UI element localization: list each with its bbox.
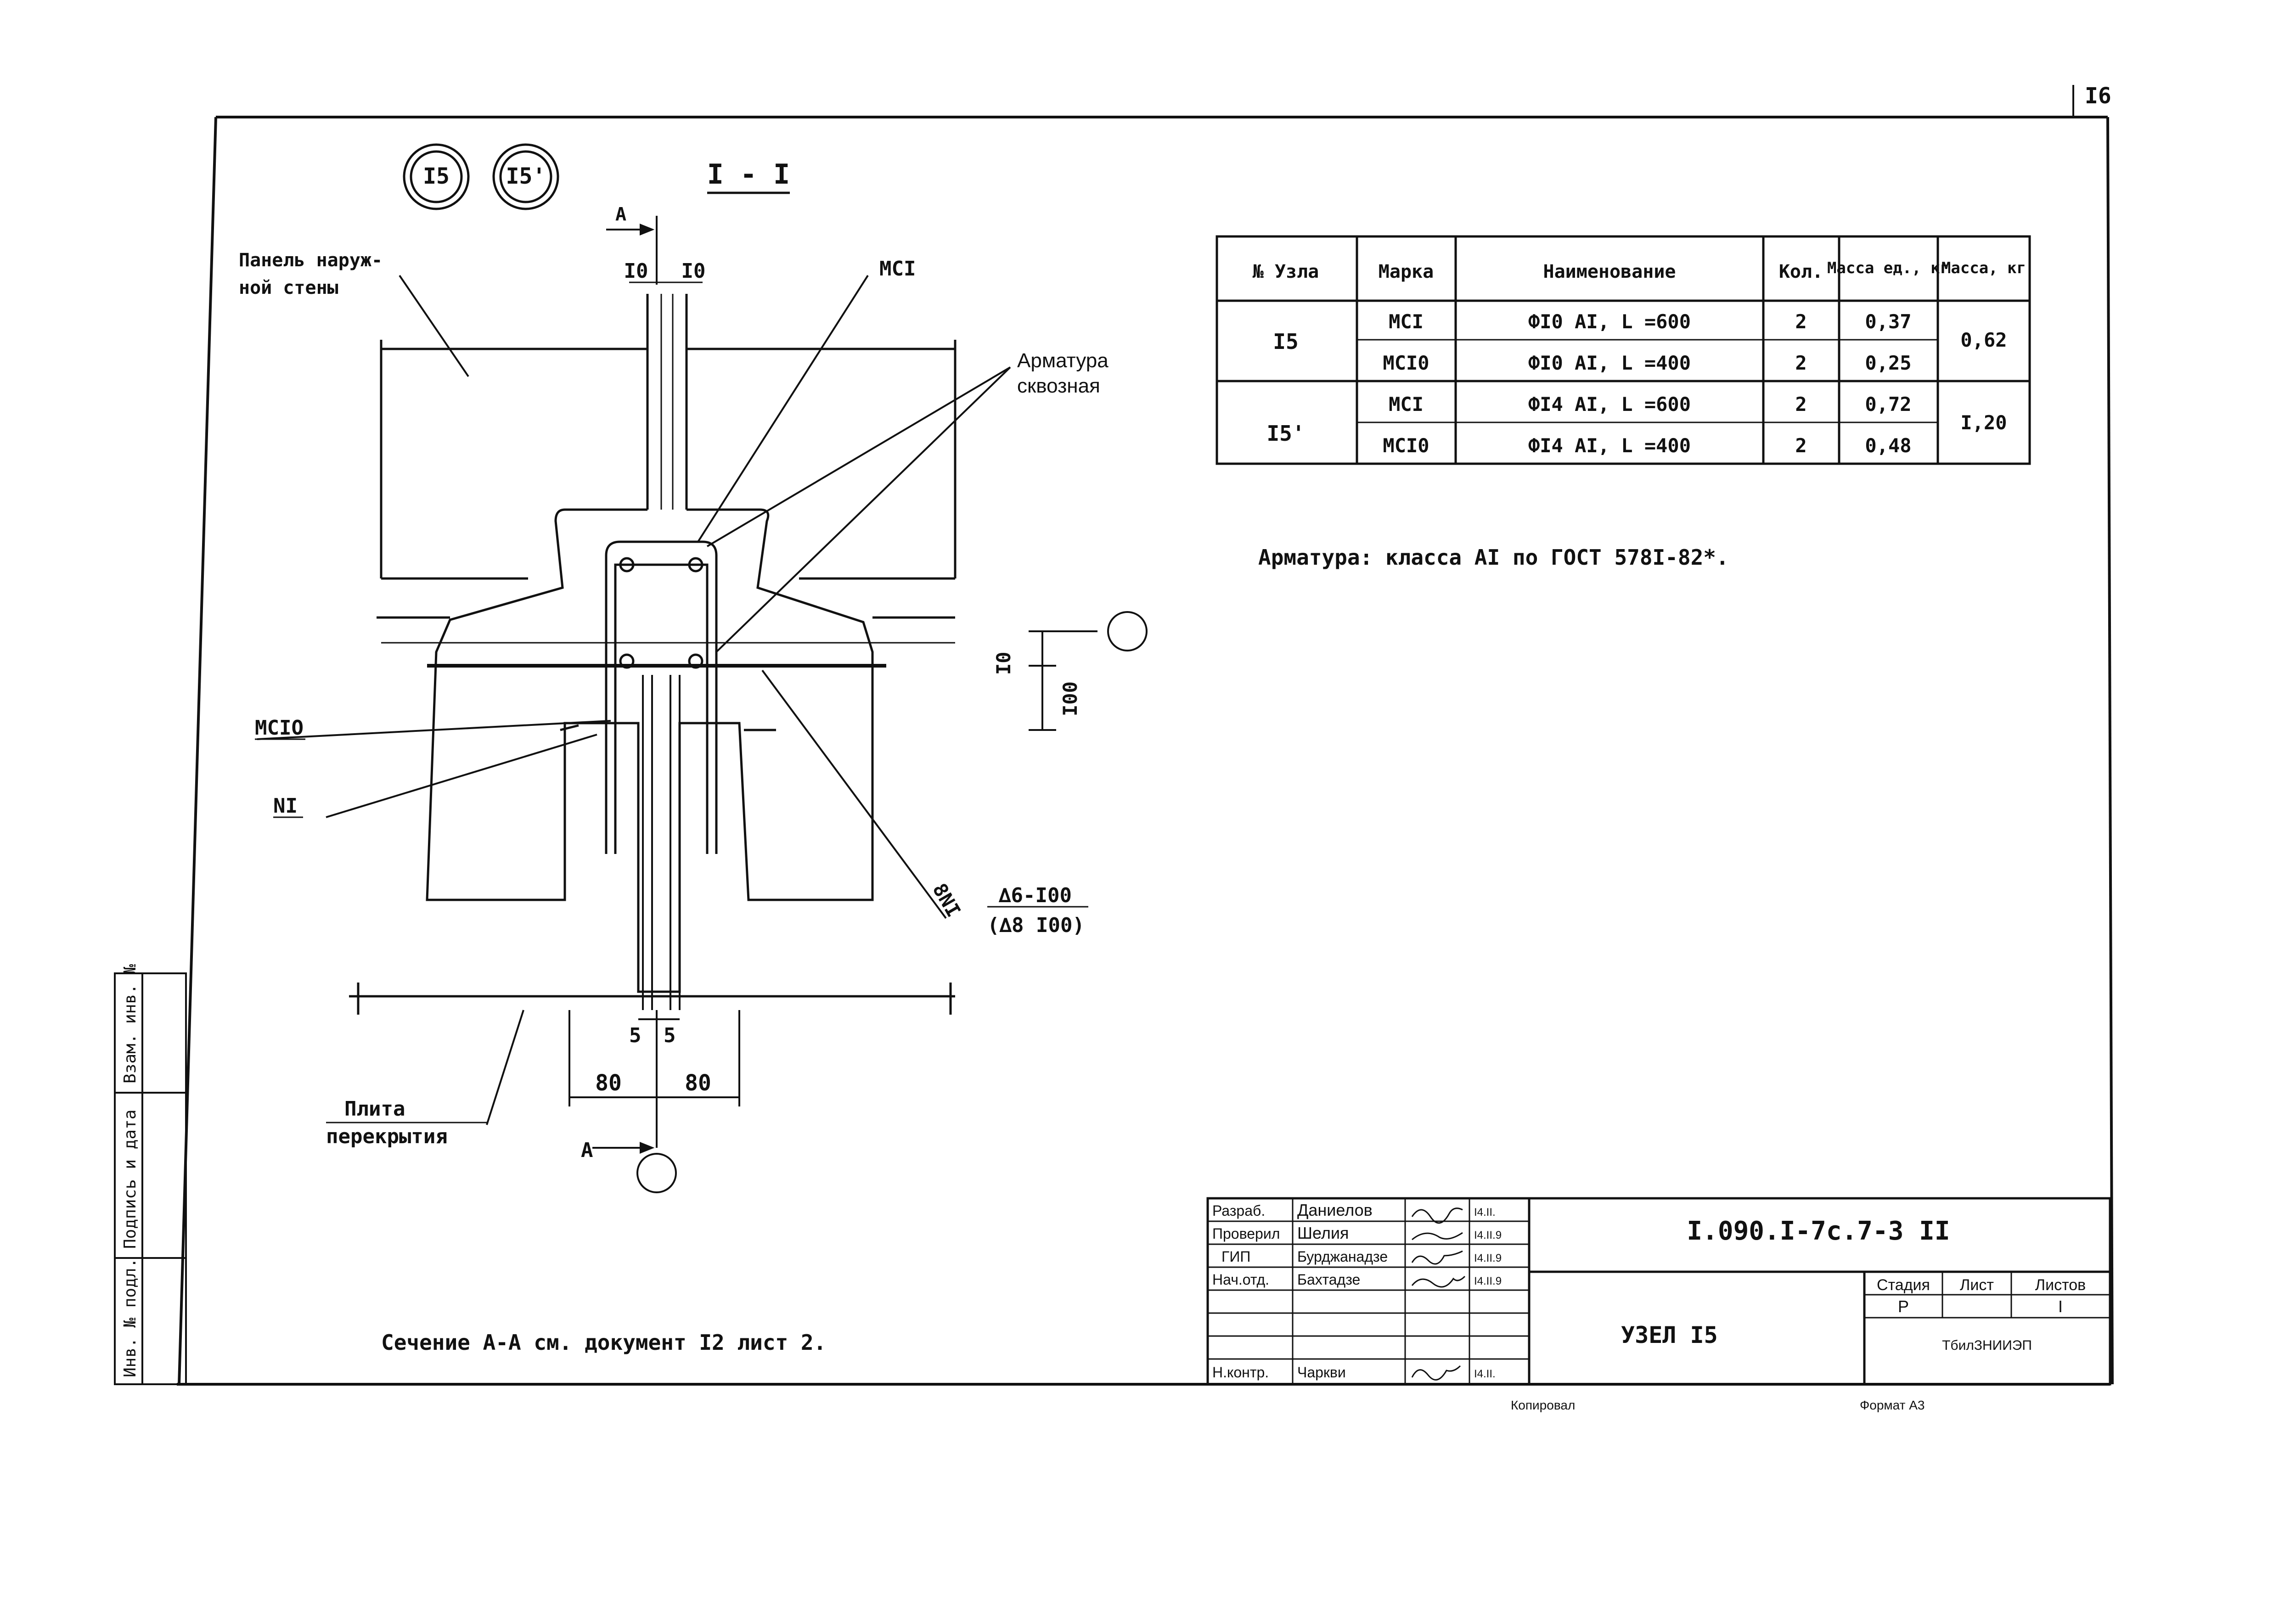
- tb-name-4: Бахтадзе: [1297, 1271, 1360, 1288]
- tb-sheets-header: Листов: [2035, 1276, 2086, 1294]
- dim-top-left: I0: [624, 259, 648, 283]
- section-arrow-top: [606, 216, 658, 285]
- stamp-signature-date: Подпись и дата: [121, 1110, 140, 1249]
- copied-label: Копировал: [1511, 1398, 1575, 1412]
- tb-role-4: Нач.отд.: [1212, 1271, 1269, 1288]
- spec-row-4-qty: 2: [1795, 434, 1806, 457]
- tb-stage-value: Р: [1898, 1297, 1909, 1316]
- section-title: I - I: [707, 158, 790, 191]
- title-block-grid: [1206, 1197, 2111, 1386]
- spec-header-qty: Кол.: [1779, 261, 1823, 282]
- node-mark-i5-prime-label: I5': [506, 163, 546, 189]
- floor-slab: [349, 983, 955, 1015]
- spec-row-4-mark: МСI0: [1383, 434, 1429, 457]
- dim-small-left: 5: [629, 1024, 642, 1047]
- tb-name-1: Даниелов: [1297, 1201, 1373, 1219]
- spec-row-1-unit-mass: 0,37: [1865, 310, 1911, 333]
- spec-row-2-name: ФI0 AI, L =400: [1528, 352, 1691, 374]
- label-panel-line1: Панель наруж-: [239, 250, 383, 271]
- tb-name-2: Шелия: [1297, 1224, 1349, 1242]
- tb-date-4: I4.II.9: [1474, 1275, 1502, 1287]
- format-label: Формат А3: [1860, 1398, 1925, 1412]
- spec-row-3-qty: 2: [1795, 393, 1806, 416]
- label-ni: NI: [273, 794, 298, 818]
- node-mark-i5: [403, 143, 470, 210]
- spec-row-3-unit-mass: 0,72: [1865, 393, 1911, 416]
- spec-header-mark: Марка: [1379, 261, 1434, 282]
- spec-row-3-node: I5': [1266, 421, 1305, 446]
- spec-table-grid: [1216, 235, 2031, 465]
- document-code: I.090.I-7с.7-3 II: [1687, 1216, 1950, 1246]
- side-stamp: [114, 972, 187, 1385]
- section-arrow-top-label: А: [615, 204, 626, 225]
- note-section: Сечение А-А см. документ I2 лист 2.: [381, 1330, 826, 1355]
- tb-date-2: I4.II.9: [1474, 1229, 1502, 1241]
- node-mark-i5-prime: [492, 143, 559, 210]
- label-slab-line1: Плита: [344, 1097, 405, 1121]
- tb-date-3: I4.II.9: [1474, 1252, 1502, 1264]
- spec-row-4-unit-mass: 0,48: [1865, 434, 1911, 457]
- spec-row-2-unit-mass: 0,25: [1865, 352, 1911, 374]
- spec-row-1-qty: 2: [1795, 310, 1806, 333]
- spec-row-4-name: ФI4 AI, L =400: [1528, 434, 1691, 457]
- stamp-inv-no: Инв. № подл.: [121, 1258, 140, 1377]
- spec-header-total-mass: Масса, кг: [1941, 259, 2026, 277]
- rebar-mci: [605, 540, 718, 854]
- tb-date-8: I4.II.: [1474, 1368, 1496, 1380]
- section-arrow-bottom-label: А: [581, 1139, 593, 1162]
- spec-row-2-mark: МСI0: [1383, 352, 1429, 374]
- spec-row-2-qty: 2: [1795, 352, 1806, 374]
- label-msio: МСIО: [255, 716, 304, 740]
- tb-stage-header: Стадия: [1877, 1276, 1930, 1294]
- spec-row-3-name: ФI4 AI, L =600: [1528, 393, 1691, 416]
- tb-role-3: ГИП: [1221, 1248, 1250, 1265]
- label-slab-line2: перекрытия: [326, 1125, 448, 1148]
- label-msi: МСI: [879, 257, 916, 281]
- spec-row-1-mark: МСI: [1389, 310, 1424, 333]
- tb-organization: ТбилЗНИИЭП: [1942, 1338, 2032, 1353]
- label-rebar-spec: 8NI: [928, 880, 965, 921]
- dim-vertical-large: I00: [1059, 681, 1081, 716]
- leader-lines: [257, 275, 1011, 1125]
- bottom-dimensions: [568, 1010, 740, 1193]
- dim-width-left: 80: [595, 1070, 622, 1096]
- tb-role-1: Разраб.: [1212, 1202, 1265, 1219]
- vertical-dimensions: [1029, 611, 1148, 731]
- label-armature-line2: сквозная: [1017, 375, 1100, 397]
- tb-date-1: I4.II.: [1474, 1206, 1496, 1219]
- dim-width-right: 80: [685, 1070, 711, 1096]
- tb-name-3: Бурджанадзе: [1297, 1248, 1388, 1265]
- spec-row-1-node: I5: [1273, 329, 1298, 354]
- label-panel-line2: ной стены: [239, 277, 338, 298]
- spec-row-3-total-mass: I,20: [1960, 411, 2007, 434]
- tb-role-2: Проверил: [1212, 1225, 1280, 1242]
- joint-concrete: [377, 508, 955, 993]
- stamp-replaced-inv: Взам. инв. №: [121, 964, 140, 1084]
- label-armature-line1: Арматура: [1017, 349, 1109, 372]
- spec-row-1-total-mass: 0,62: [1960, 329, 2007, 351]
- spec-header-name: Наименование: [1543, 261, 1676, 282]
- dim-small-right: 5: [664, 1024, 676, 1047]
- tb-sheets-value: I: [2058, 1297, 2063, 1316]
- spec-row-3-mark: МСI: [1389, 393, 1424, 416]
- drawing-title: УЗЕЛ I5: [1621, 1322, 1718, 1348]
- dim-vertical-small: I0: [992, 651, 1015, 675]
- spec-header-unit-mass: Масса ед., кг: [1827, 259, 1949, 277]
- node-mark-i5-label: I5: [423, 163, 450, 189]
- note-armature: Арматура: класса AI по ГОСТ 578I-82*.: [1258, 545, 1729, 570]
- signatures: [1411, 1207, 1466, 1381]
- tb-role-8: Н.контр.: [1212, 1364, 1269, 1381]
- rebar-ni: [642, 675, 681, 1010]
- page-number: I6: [2085, 83, 2111, 109]
- wall-panel: [380, 294, 957, 578]
- label-rebar-step2: (∆8 I00): [987, 914, 1085, 937]
- tb-sheet-header: Лист: [1960, 1276, 1994, 1294]
- spec-header-node: № Узла: [1253, 261, 1319, 282]
- dim-top-right: I0: [681, 259, 706, 283]
- label-rebar-step1: ∆6-I00: [998, 884, 1072, 907]
- tb-name-8: Чаркви: [1297, 1364, 1346, 1381]
- spec-row-1-name: ФI0 AI, L =600: [1528, 310, 1691, 333]
